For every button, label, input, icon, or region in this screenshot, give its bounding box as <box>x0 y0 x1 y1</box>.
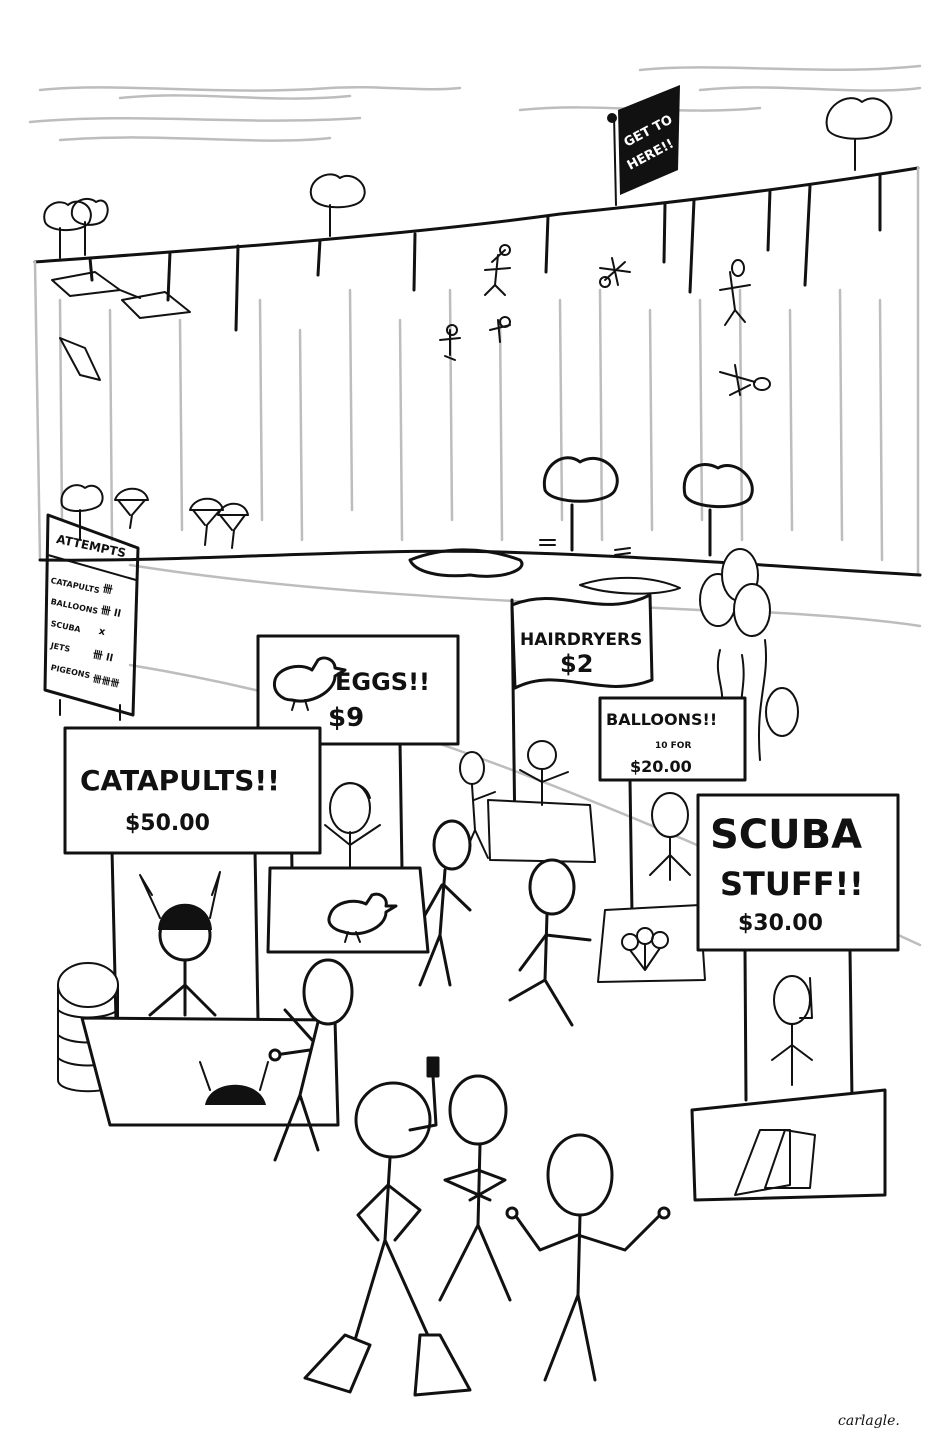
bird-icon <box>327 892 398 943</box>
attempts-row-label: CATAPULTS <box>50 576 101 595</box>
balloons-sign-line1: BALLOONS!! <box>606 710 717 729</box>
balloons-seller <box>649 792 691 881</box>
attempts-row-tally: x <box>98 626 107 638</box>
hairdryer-customer <box>459 751 496 861</box>
balloons-sign-line2: 10 FOR <box>655 741 691 751</box>
eggs-seller <box>324 782 381 869</box>
scuba-stand: SCUBA STUFF!! $30.00 <box>690 793 900 1202</box>
shrugging-figure <box>505 1133 671 1382</box>
flippers-icon <box>734 1129 816 1196</box>
splat-figures <box>51 244 771 396</box>
hairdryers-sign-line2: $2 <box>560 650 593 678</box>
hairdryers-sign-line1: HAIRDRYERS <box>520 630 642 650</box>
parachute-figures <box>114 487 249 549</box>
hairdryers-seller <box>519 740 569 806</box>
catapults-sign-line1: CATAPULTS!! <box>80 764 280 797</box>
viking-helmet-icon <box>199 1061 269 1105</box>
eggs-sign-line2: $9 <box>328 703 364 733</box>
foreground-figures <box>268 819 671 1397</box>
tree-icons <box>43 97 893 557</box>
eggs-stand: EGGS!! $9 <box>256 634 460 954</box>
attempts-row-tally: 卌 ll <box>100 604 122 620</box>
running-figure <box>508 858 592 1027</box>
catapults-seller <box>139 871 221 1017</box>
attempts-row-label: PIGEONS <box>50 663 91 680</box>
attempts-row-tally: 卌 <box>102 583 114 597</box>
scuba-seller <box>771 975 813 1086</box>
scuba-sign-line1: SCUBA <box>710 812 862 858</box>
balloons-stand: BALLOONS!! 10 FOR $20.00 <box>597 548 799 983</box>
alligators <box>408 539 681 595</box>
catapult-customer <box>268 958 354 1162</box>
artist-signature: carlagle. <box>838 1413 900 1429</box>
balloon-icons <box>699 548 799 761</box>
walking-figure <box>418 819 472 987</box>
scuba-sign-line2: STUFF!! <box>720 865 864 903</box>
balloons-sign-line3: $20.00 <box>630 757 692 776</box>
catapults-stand: CATAPULTS!! $50.00 <box>57 726 340 1127</box>
catapults-sign-line2: $50.00 <box>125 811 210 836</box>
attempts-rows: CATAPULTS 卌 BALLOONS 卌 ll SCUBA x JETS 卌… <box>49 576 122 690</box>
attempts-row-label: SCUBA <box>50 619 82 634</box>
goal-flag: GET TO HERE!! <box>607 85 680 206</box>
attempts-board: ATTEMPTS CATAPULTS 卌 BALLOONS 卌 ll SCUBA… <box>43 513 140 721</box>
attempts-row-label: BALLOONS <box>50 597 99 616</box>
arms-crossed-figure <box>438 1074 512 1302</box>
hairdryers-stand: HAIRDRYERS $2 <box>459 593 654 863</box>
scuba-sign-line3: $30.00 <box>738 911 823 936</box>
snorkel-figure <box>303 1056 472 1397</box>
attempts-title: ATTEMPTS <box>55 532 127 560</box>
attempts-row-tally: 卌卌卌 <box>92 672 121 689</box>
attempts-row-label: JETS <box>49 641 71 654</box>
bird-icon <box>272 656 347 711</box>
eggs-sign-line1: EGGS!! <box>335 668 430 696</box>
attempts-row-tally: 卌 ll <box>92 648 114 664</box>
cliff-wall <box>33 166 922 947</box>
sky-clouds <box>28 64 922 142</box>
balloon-bunch-icon <box>621 927 669 971</box>
